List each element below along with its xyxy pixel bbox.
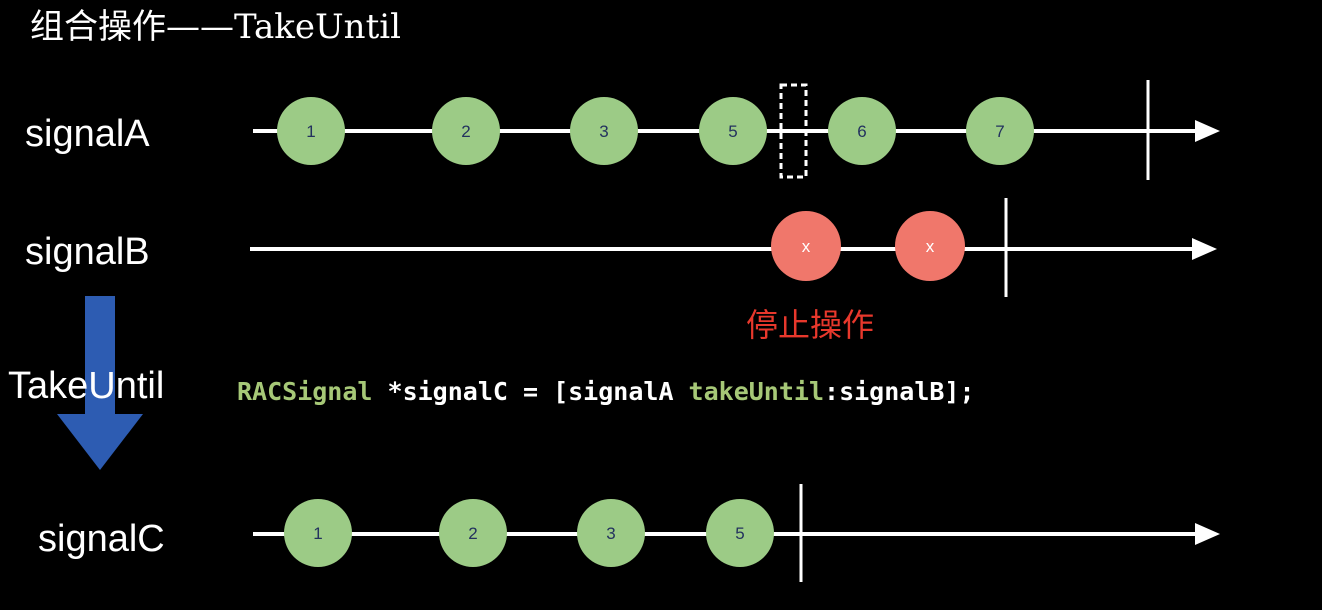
signal-a-marble-3-label: 3 xyxy=(599,122,608,141)
signal-c-marble-2-label: 2 xyxy=(468,524,477,543)
signal-a-row: signalA 1 2 3 5 6 7 xyxy=(25,80,1220,180)
signal-c-row: signalC 1 2 3 5 xyxy=(38,484,1220,582)
operator-label: TakeUntil xyxy=(8,365,164,407)
signal-a-marble-3: 3 xyxy=(570,97,638,165)
signal-c-marble-1-label: 1 xyxy=(313,524,322,543)
signal-b-marble-2: x xyxy=(895,211,965,281)
signal-c-marble-3: 3 xyxy=(577,499,645,567)
signal-a-marble-4-label: 5 xyxy=(728,122,737,141)
signal-a-arrowhead xyxy=(1195,120,1220,142)
signal-b-arrowhead xyxy=(1192,238,1217,260)
signal-c-marble-3-label: 3 xyxy=(606,524,615,543)
code-part-2: *signalC = [signalA xyxy=(372,377,688,406)
signal-c-marble-4: 5 xyxy=(706,499,774,567)
signal-c-label: signalC xyxy=(38,518,165,560)
signal-a-dashed-box xyxy=(779,83,808,179)
signal-a-marble-6-label: 7 xyxy=(995,122,1004,141)
signal-a-marble-4: 5 xyxy=(699,97,767,165)
signal-a-marble-2: 2 xyxy=(432,97,500,165)
diagram-title: 组合操作——TakeUntil xyxy=(30,7,401,47)
signal-c-marble-2: 2 xyxy=(439,499,507,567)
signal-a-marble-1-label: 1 xyxy=(306,122,315,141)
signal-a-marble-5: 6 xyxy=(828,97,896,165)
signal-a-marble-5-label: 6 xyxy=(857,122,866,141)
signal-a-label: signalA xyxy=(25,113,150,155)
signal-a-marble-1: 1 xyxy=(277,97,345,165)
signal-c-marble-4-label: 5 xyxy=(735,524,744,543)
code-part-4: :signalB]; xyxy=(824,377,975,406)
code-part-3: takeUntil xyxy=(689,377,824,406)
code-part-1: RACSignal xyxy=(237,377,372,406)
signal-c-marble-1: 1 xyxy=(284,499,352,567)
signal-b-marble-1: x xyxy=(771,211,841,281)
signal-a-marble-6: 7 xyxy=(966,97,1034,165)
signal-c-arrowhead xyxy=(1195,523,1220,545)
signal-b-marble-2-label: x xyxy=(926,237,935,256)
stop-operation-label: 停止操作 xyxy=(746,306,874,344)
code-snippet: RACSignal *signalC = [signalA takeUntil:… xyxy=(237,377,975,406)
down-arrow-icon xyxy=(57,296,143,470)
signal-b-row: signalB x x xyxy=(25,198,1217,297)
signal-b-marble-1-label: x xyxy=(802,237,811,256)
signal-b-label: signalB xyxy=(25,231,150,273)
signal-a-marble-2-label: 2 xyxy=(461,122,470,141)
